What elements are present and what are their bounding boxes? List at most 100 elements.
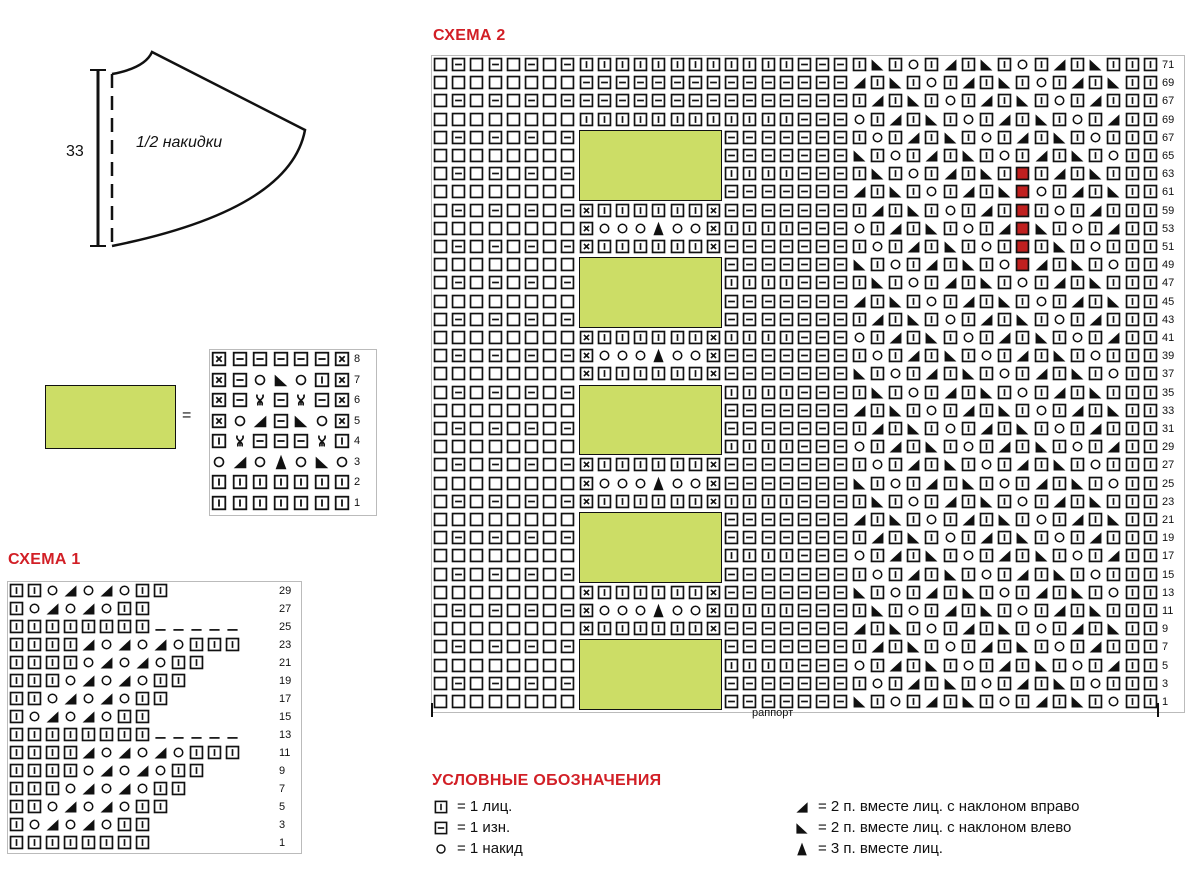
grid-cell <box>8 582 25 599</box>
grid-cell <box>26 798 43 815</box>
right-decrease-symbol <box>82 783 95 795</box>
knit-symbol <box>925 94 939 108</box>
yarn-over-symbol <box>1072 114 1083 125</box>
purl-symbol <box>724 130 739 145</box>
yarn-over-symbol <box>336 456 348 467</box>
grid-cell <box>224 744 241 761</box>
purl-symbol <box>232 351 247 367</box>
grid-cell <box>487 56 504 73</box>
grid-cell <box>62 744 79 761</box>
right-decrease-symbol <box>64 585 77 597</box>
row-number: 15 <box>279 711 292 723</box>
grid-cell <box>832 74 849 91</box>
grid-cell <box>796 74 813 91</box>
grid-cell <box>8 780 25 797</box>
grid-cell <box>487 111 504 128</box>
grid-cell <box>26 654 43 671</box>
knit-symbol <box>45 655 60 670</box>
purl-symbol <box>633 75 648 90</box>
grid-cell <box>80 834 97 851</box>
grid-cell <box>541 111 558 128</box>
grid-cell <box>8 798 25 815</box>
knit-symbol <box>135 601 150 616</box>
dimension-label: 33 <box>66 143 84 160</box>
grid-cell <box>705 74 722 91</box>
knit-symbol <box>1052 75 1067 90</box>
yarn-over-symbol <box>119 657 130 668</box>
purl-symbol <box>451 57 466 72</box>
row-number: 3 <box>354 455 361 468</box>
grid-cell <box>778 56 795 73</box>
grid-cell <box>206 726 223 743</box>
knit-symbol <box>1125 94 1139 108</box>
right-decrease-symbol <box>136 765 149 777</box>
grid-cell <box>851 111 868 128</box>
right-decrease-symbol <box>100 765 113 777</box>
grid-cell <box>596 56 613 73</box>
grid-frame <box>7 581 302 854</box>
grid-cell <box>224 618 241 635</box>
grid-cell <box>851 92 868 109</box>
grid-cell <box>134 672 151 689</box>
grid-cell <box>44 834 61 851</box>
left-decrease-symbol <box>1035 113 1048 126</box>
right-decrease-symbol <box>796 801 808 813</box>
knit-symbol <box>743 112 757 126</box>
empty-cell <box>433 57 448 72</box>
right-decrease-symbol <box>46 711 59 723</box>
grid-cell <box>62 708 79 725</box>
yarn-over-symbol <box>101 639 112 650</box>
row-number: 7 <box>354 373 361 386</box>
purl-symbol <box>293 433 309 449</box>
grid-cell <box>62 672 79 689</box>
right-decrease-symbol <box>1107 113 1120 126</box>
right-decrease-symbol <box>118 747 131 759</box>
legend-item: = 2 п. вместе лиц. с наклоном вправо <box>794 798 1079 815</box>
purl-symbol <box>706 75 721 90</box>
purl-symbol <box>815 75 830 90</box>
scheme2-green-block <box>578 129 723 201</box>
empty-cell <box>524 112 539 126</box>
grid-cell <box>98 726 115 743</box>
grid-cell <box>1087 111 1104 128</box>
row-number: 2 <box>354 476 361 488</box>
grid-cell <box>8 816 25 833</box>
knit-symbol <box>153 691 168 706</box>
grid-cell <box>210 391 228 409</box>
grid-cell <box>80 636 97 653</box>
grid-cell <box>814 56 831 73</box>
grid-cell <box>923 74 940 91</box>
purl-symbol <box>743 130 757 145</box>
purl-symbol <box>797 75 812 90</box>
yarn-over-symbol <box>119 765 130 776</box>
grid-cell <box>170 672 187 689</box>
grid-cell <box>292 412 310 430</box>
knit-symbol <box>434 800 448 813</box>
grid-cell <box>62 762 79 779</box>
right-decrease-symbol <box>82 819 95 831</box>
grid-cell <box>80 600 97 617</box>
grid-cell <box>8 744 25 761</box>
purl-symbol <box>451 130 466 145</box>
knit-symbol <box>779 57 794 72</box>
grid-cell <box>251 350 269 368</box>
knit-symbol <box>117 727 132 742</box>
left-decrease-symbol <box>889 77 902 89</box>
knit-symbol <box>652 112 666 126</box>
grid-cell <box>292 391 310 409</box>
grid-cell <box>313 391 331 409</box>
grid-cell <box>62 780 79 797</box>
knit-symbol <box>99 619 114 634</box>
knit-symbol <box>9 691 24 706</box>
yarn-over-symbol <box>295 374 307 385</box>
knit-symbol <box>225 637 240 652</box>
empty-cell <box>451 75 466 90</box>
grid-cell <box>996 111 1013 128</box>
row-number: 1 <box>279 837 286 849</box>
right-decrease-symbol <box>82 711 95 723</box>
twisted-symbol <box>235 435 244 447</box>
purl-symbol <box>724 94 739 108</box>
purl-symbol <box>232 372 247 387</box>
yarn-over-symbol <box>83 657 94 668</box>
right-decrease-symbol <box>82 675 95 687</box>
